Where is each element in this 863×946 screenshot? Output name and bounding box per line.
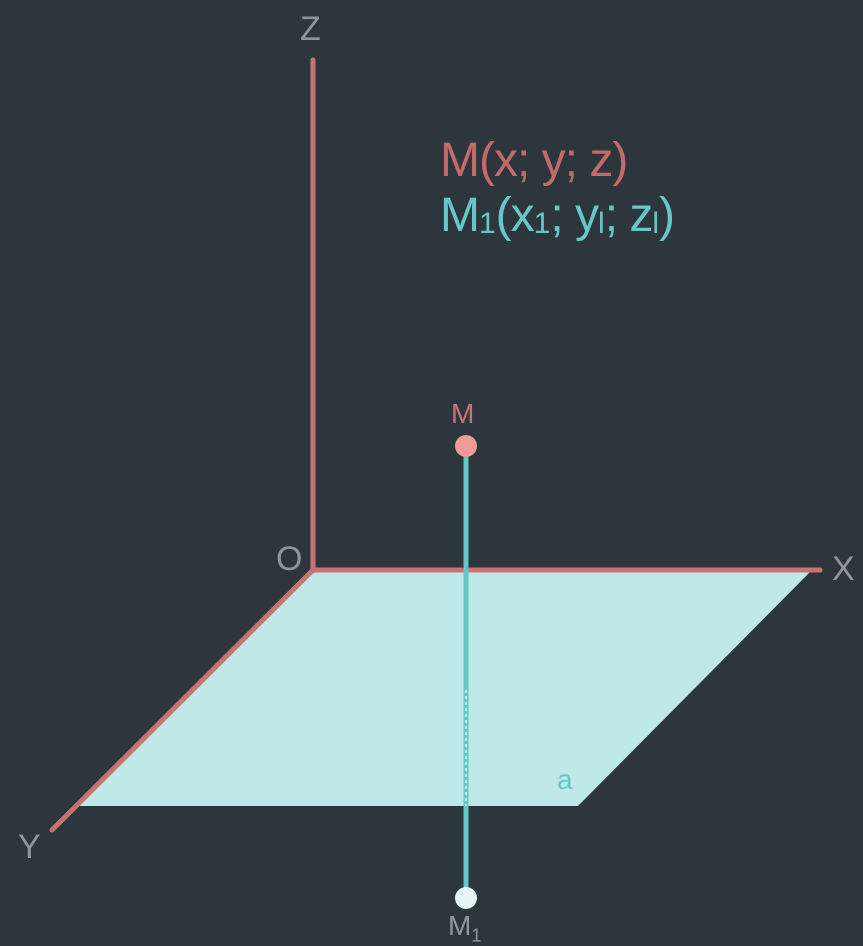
formula-m1-sub: l (598, 207, 605, 240)
formula-m1-part: ) (659, 189, 675, 242)
point-m (455, 435, 477, 457)
plane-alpha (78, 570, 812, 806)
formula-m1-part: ; y (550, 189, 599, 242)
point-m1-label-base: M (448, 910, 472, 941)
point-m1-label: M1 (448, 912, 481, 945)
y-axis (49, 567, 316, 833)
y-axis-label: Y (18, 828, 41, 866)
formula-m1-part: ; z (604, 189, 654, 242)
origin-label: O (276, 540, 303, 578)
formula-m1-sub: 1 (478, 207, 496, 240)
formula-m1-part: (x (495, 189, 535, 242)
point-m1 (455, 887, 477, 909)
formula-m1-sub: l (652, 207, 660, 240)
formula-m1-part: M (440, 189, 480, 242)
z-axis-label: Z (300, 10, 321, 48)
point-m1-label-sub: 1 (471, 925, 482, 946)
formula-m: M(x; y; z) (440, 134, 628, 187)
point-m-label: M (451, 398, 475, 429)
x-axis-label: X (832, 550, 855, 588)
plane-label: a (557, 764, 573, 795)
formula-m1: M1(x1; yl; zl) (440, 189, 675, 242)
formula-m1-sub: 1 (533, 207, 551, 240)
